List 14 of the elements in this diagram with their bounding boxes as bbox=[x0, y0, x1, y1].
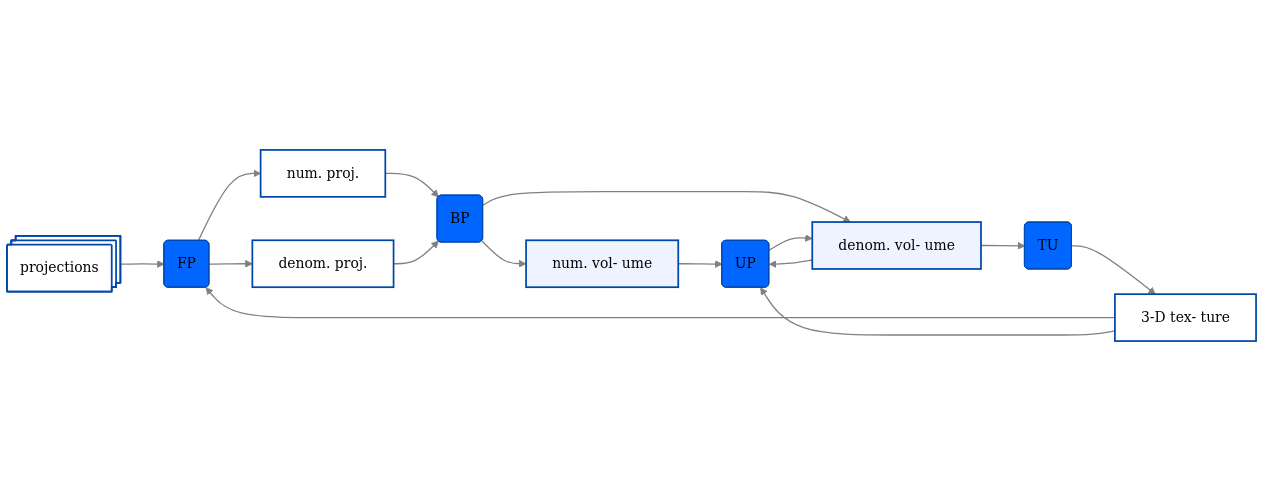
arrow bbox=[768, 259, 813, 268]
node-box: num. proj. bbox=[259, 149, 387, 198]
node-box: num. vol- ume bbox=[525, 239, 680, 289]
arrow bbox=[482, 191, 851, 223]
node-box: 3-D tex- ture bbox=[1114, 293, 1257, 342]
arrow bbox=[1071, 245, 1156, 295]
arrow bbox=[481, 240, 527, 268]
arrow bbox=[768, 234, 813, 251]
arrow bbox=[120, 260, 165, 268]
arrow bbox=[208, 259, 253, 268]
arrow bbox=[197, 169, 261, 242]
node-box: denom. proj. bbox=[251, 239, 395, 289]
arrow bbox=[980, 242, 1026, 250]
node-box: denom. vol- ume bbox=[811, 221, 982, 270]
